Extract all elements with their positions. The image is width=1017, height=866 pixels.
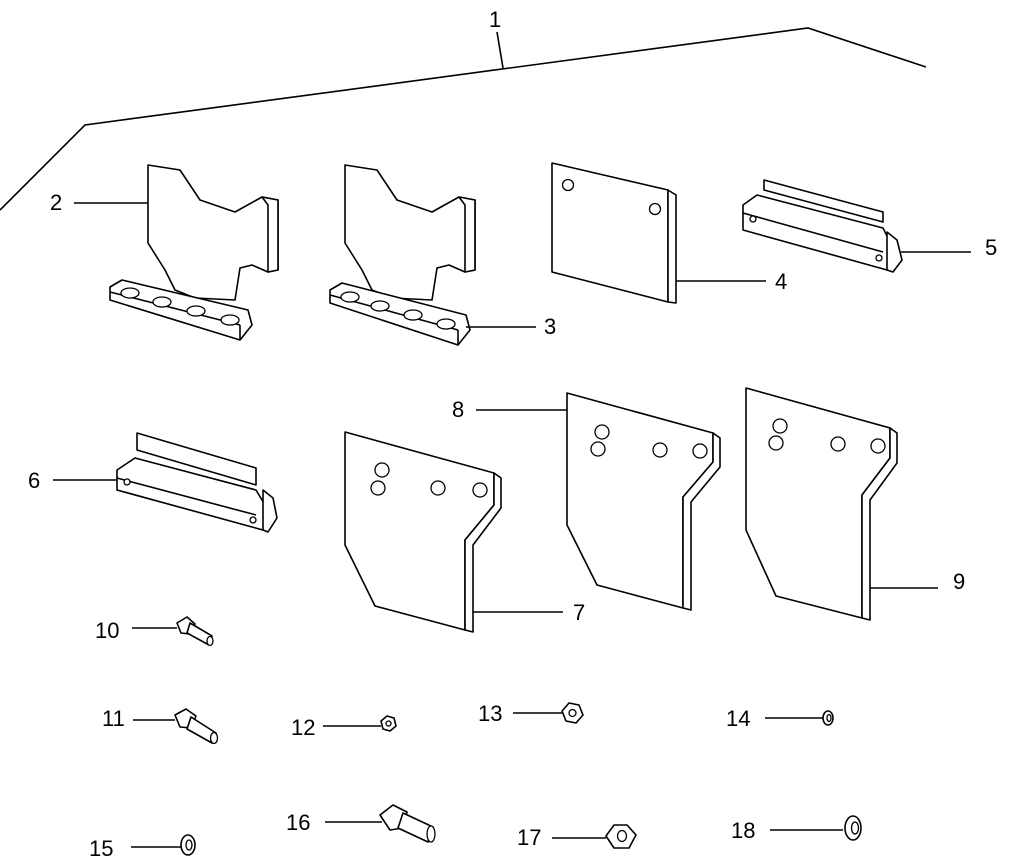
callout-6: 6 <box>28 468 40 493</box>
shaped-plate-part-8 <box>566 392 721 611</box>
washer-icon-part-15 <box>180 834 196 856</box>
callout-12: 12 <box>291 715 315 740</box>
bolt-icon-part-10 <box>176 616 214 647</box>
kit-bracket-line <box>0 27 927 211</box>
callout-17: 17 <box>517 825 541 850</box>
shaped-plate-part-9 <box>745 387 898 621</box>
shaped-plate-part-7 <box>344 431 502 633</box>
callout-15: 15 <box>89 836 113 861</box>
callout-5: 5 <box>985 235 997 260</box>
callout-4: 4 <box>775 269 787 294</box>
nut-icon-part-12 <box>380 715 397 732</box>
callout-18: 18 <box>731 818 755 843</box>
strip-bracket-part-6 <box>116 432 278 533</box>
washer-icon-part-18 <box>844 815 862 841</box>
callout-1: 1 <box>489 7 501 32</box>
callout-10: 10 <box>95 618 119 643</box>
bolt-icon-part-16 <box>379 804 436 843</box>
nut-icon-part-13 <box>561 702 584 724</box>
strip-bracket-part-5 <box>742 179 903 273</box>
u-bracket-part-3 <box>329 164 476 346</box>
bolt-icon-part-11 <box>174 708 219 745</box>
nut-icon-part-17 <box>605 824 637 849</box>
callout-9: 9 <box>953 569 965 594</box>
u-bracket-part-2 <box>109 164 279 341</box>
callout-2: 2 <box>50 190 62 215</box>
callout-14: 14 <box>726 706 750 731</box>
callout-3: 3 <box>544 314 556 339</box>
square-plate-part-4 <box>551 162 677 304</box>
callout-11: 11 <box>102 706 125 731</box>
callout-8: 8 <box>452 397 464 422</box>
callout-13: 13 <box>478 701 502 726</box>
callout-7: 7 <box>573 600 585 625</box>
callout-16: 16 <box>286 810 310 835</box>
washer-icon-part-14 <box>822 710 834 726</box>
leader-1 <box>496 31 504 69</box>
